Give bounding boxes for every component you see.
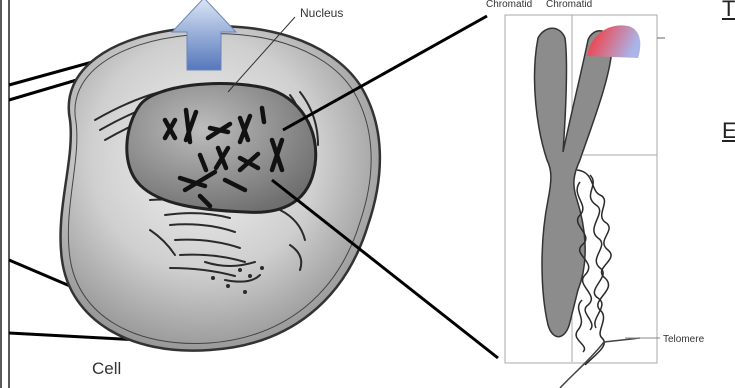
- nucleus-label: Nucleus: [300, 6, 343, 20]
- chromatid-right-label: Chromatid: [546, 0, 592, 10]
- side-heading-e: E: [722, 118, 735, 144]
- side-heading-t: T: [722, 0, 735, 22]
- chromatid-left-label: Chromatid: [486, 0, 532, 10]
- telomere-label: Telomere: [663, 334, 705, 345]
- chromosome-panel: [505, 15, 657, 363]
- left-panel-border: [1, 0, 9, 388]
- cell-label: Cell: [92, 359, 121, 378]
